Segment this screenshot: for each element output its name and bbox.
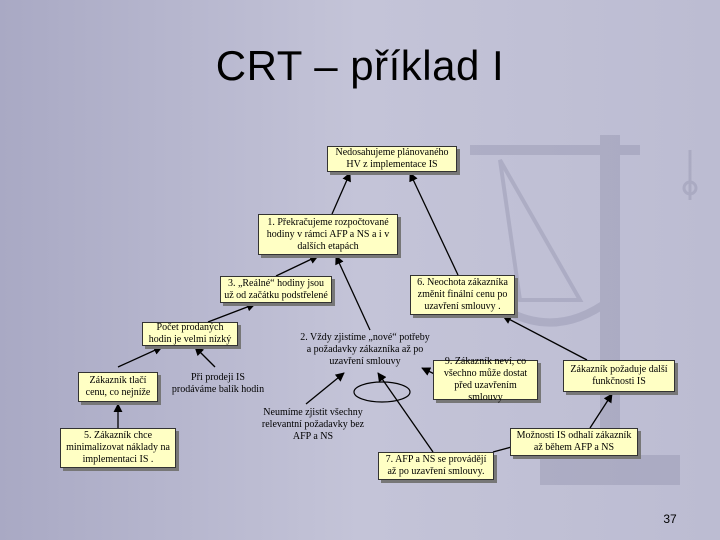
node-cannot-find-requirements: Neumíme zjistit všechny relevantní požad… <box>254 407 372 445</box>
arrow-6-to-top <box>409 172 459 276</box>
node-label: 2. Vždy zjistíme „nové“ potřeby a požada… <box>300 332 430 367</box>
node-3-real-hours-underestimated: 3. „Reálné“ hodiny jsou už od začátku po… <box>220 276 332 303</box>
node-customer-demands-more: Zákazník požaduje další funkčnosti IS <box>563 360 675 392</box>
node-label: 6. Neochota zákazníka změnit finální cen… <box>417 277 508 312</box>
arrow-more-to-6 <box>502 315 588 361</box>
node-selling-hour-package: Při prodeji IS prodáváme balík hodin <box>166 372 270 398</box>
arrow-cant-to-2 <box>305 372 345 405</box>
arrow-price-to-sold <box>117 346 163 368</box>
arrow-sale-to-sold <box>194 346 216 368</box>
node-7-afp-ns-after-contract: 7. AFP a NS se provádějí až po uzavření … <box>378 452 494 480</box>
node-label: Možnosti IS odhalí zákazník až během AFP… <box>516 430 632 453</box>
node-label: Zákazník tlačí cenu, co nejníže <box>85 375 151 398</box>
node-5-customer-minimizes-costs: 5. Zákazník chce minimalizovat náklady n… <box>60 428 176 468</box>
arrow-3-to-1 <box>275 255 319 277</box>
arrow-1-to-top <box>331 172 351 215</box>
arrow-7-to-2 <box>377 372 434 453</box>
node-customer-pushes-price: Zákazník tlačí cenu, co nejníže <box>78 372 158 402</box>
node-label: Neumíme zjistit všechny relevantní požad… <box>261 407 365 442</box>
slide-title: CRT – příklad I <box>215 42 505 89</box>
node-label: Při prodeji IS prodáváme balík hodin <box>171 372 265 395</box>
node-1-exceeding-budgeted-hours: 1. Překračujeme rozpočtované hodiny v rá… <box>258 214 398 255</box>
node-label: 9. Zákazník neví, co všechno může dostat… <box>443 356 528 403</box>
node-sold-hours-low: Počet prodaných hodin je velmi nízký <box>142 322 238 346</box>
node-2-new-needs-after-contract: 2. Vždy zjistíme „nové“ potřeby a požada… <box>296 332 434 370</box>
node-not-reaching-planned-profit: Nedosahujeme plánovaného HV z implementa… <box>327 146 457 172</box>
arrows <box>113 172 613 453</box>
arrow-opp-to-more <box>589 393 613 429</box>
node-9-customer-does-not-know: 9. Zákazník neví, co všechno může dostat… <box>433 356 538 403</box>
node-label: 7. AFP a NS se provádějí až po uzavření … <box>385 454 487 477</box>
arrow-2-to-1 <box>335 255 371 331</box>
node-label: Počet prodaných hodin je velmi nízký <box>148 322 232 345</box>
node-label: Nedosahujeme plánovaného HV z implementa… <box>335 147 449 170</box>
node-6-customer-unwilling: 6. Neochota zákazníka změnit finální cen… <box>410 275 515 315</box>
node-customer-discovers-options: Možnosti IS odhalí zákazník až během AFP… <box>510 428 638 456</box>
node-label: Zákazník požaduje další funkčnosti IS <box>570 364 668 387</box>
node-label: 5. Zákazník chce minimalizovat náklady n… <box>66 430 170 465</box>
and-connector <box>353 381 411 403</box>
node-label: 3. „Reálné“ hodiny jsou už od začátku po… <box>224 277 328 301</box>
node-label: 1. Překračujeme rozpočtované hodiny v rá… <box>266 216 390 252</box>
arrow-sold-to-3 <box>207 302 256 323</box>
page-number: 37 <box>663 512 677 526</box>
